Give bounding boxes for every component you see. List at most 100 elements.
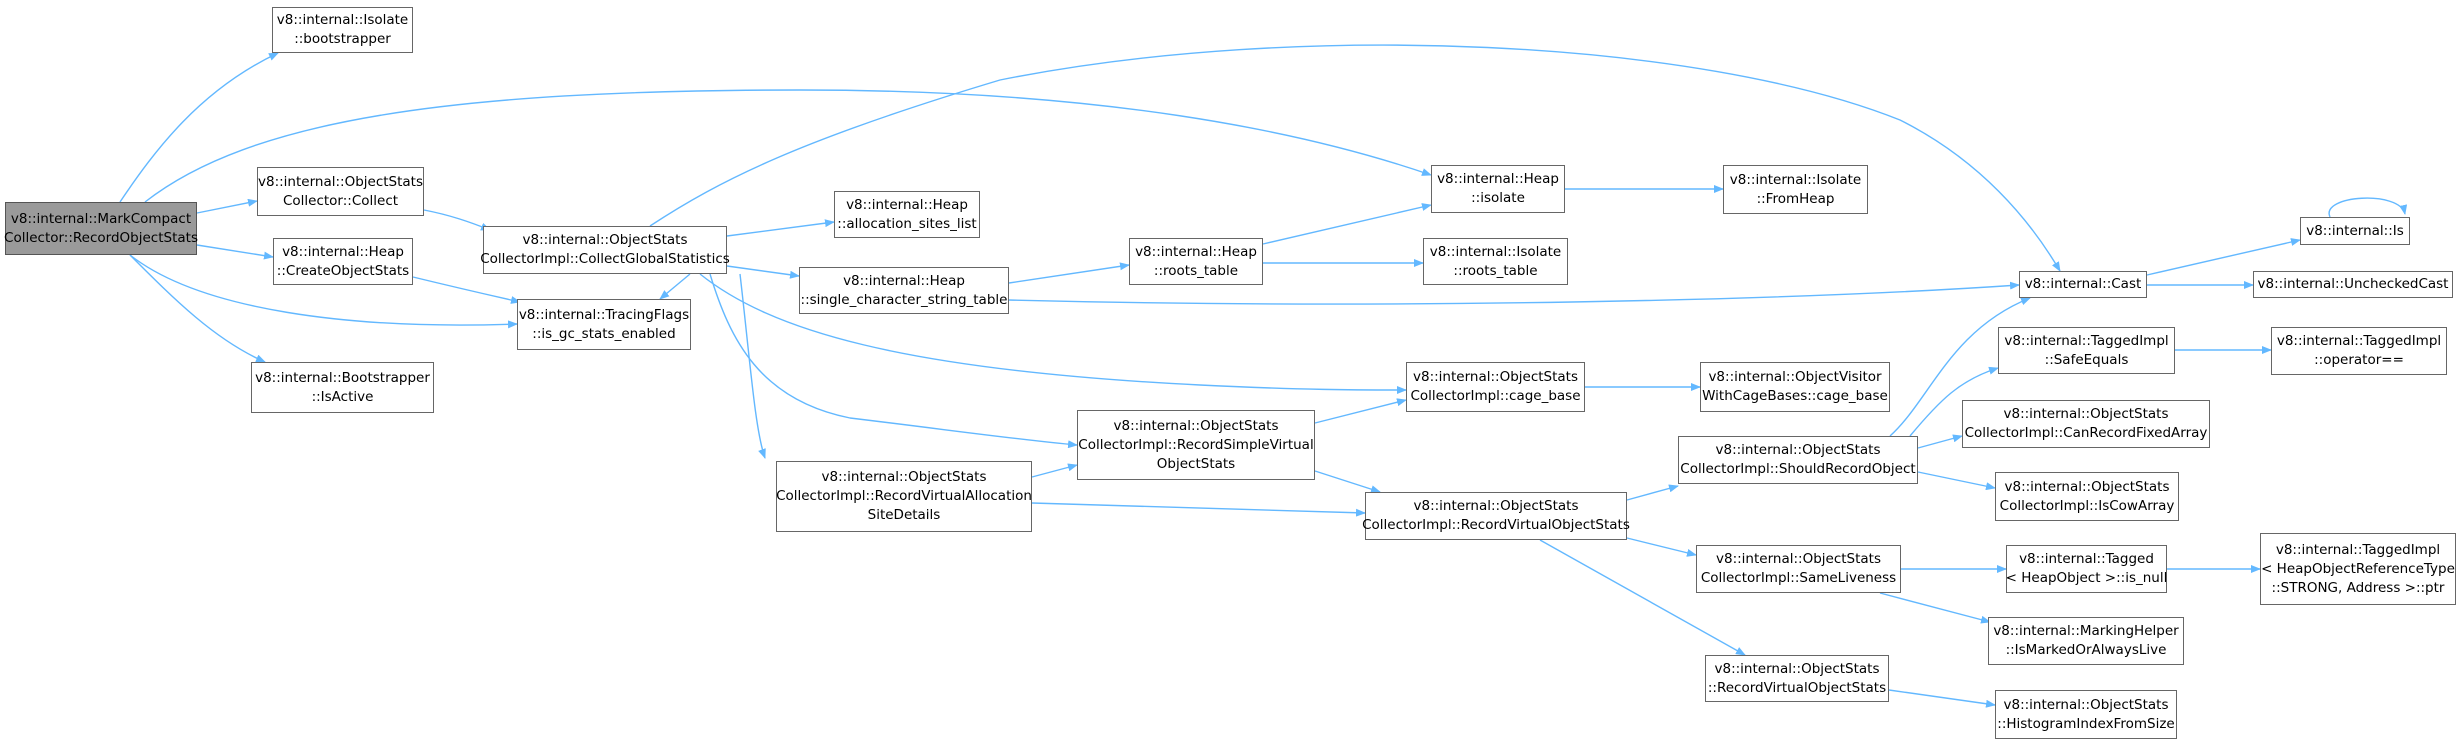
edge-collectglobalstatistics-to-tracingflags: [659, 273, 691, 300]
node-isolate_roots_table[interactable]: v8::internal::Isolate::roots_table: [1423, 238, 1568, 285]
node-label-line: v8::internal::TaggedImpl: [2275, 541, 2441, 558]
node-label-line: CollectorImpl::cage_base: [1410, 388, 1581, 404]
node-label-line: v8::internal::ObjectStats: [1714, 660, 1880, 677]
edge-shouldrecordobject-to-safeequals: [1909, 366, 1999, 437]
edge-root-to-heap_createobjectstats: [196, 244, 274, 260]
node-label-line: ::roots_table: [1453, 262, 1538, 279]
node-single_character_string_table[interactable]: v8::internal::Heap::single_character_str…: [799, 267, 1009, 314]
node-ismarkedoralwayslive[interactable]: v8::internal::MarkingHelper::IsMarkedOrA…: [1988, 617, 2184, 665]
edge-cast-to-is: [2146, 238, 2301, 276]
node-label-line: v8::internal::MarkCompact: [10, 210, 192, 227]
node-label-line: v8::internal::Cast: [2024, 276, 2142, 292]
node-isolate_bootstrapper[interactable]: v8::internal::Isolate::bootstrapper: [272, 7, 413, 53]
edge-collectglobalstatistics-to-cast: [649, 44, 2061, 272]
edge-heap_createobjectstats-to-tracingflags: [412, 276, 521, 304]
node-label-line: v8::internal::Is: [2306, 222, 2404, 239]
node-label-line: Collector::Collect: [282, 192, 399, 209]
edge-is-to-is: [2328, 197, 2408, 218]
edge-shouldrecordobject-to-cast: [1889, 297, 2031, 437]
node-label-line: ::STRONG, Address >::ptr: [2271, 579, 2445, 596]
node-label-line: v8::internal::ObjectStats: [2003, 696, 2169, 713]
node-label-line: v8::internal::Heap: [843, 272, 965, 289]
node-heap_createobjectstats[interactable]: v8::internal::Heap::CreateObjectStats: [273, 238, 413, 285]
node-tracingflags[interactable]: v8::internal::TracingFlags::is_gc_stats_…: [517, 299, 691, 350]
node-label-line: v8::internal::ObjectStats: [1413, 498, 1579, 514]
node-label-line: ::SafeEquals: [2044, 351, 2129, 368]
edge-recordvirtualobjectstats-to-shouldrecordobject: [1626, 484, 1679, 501]
node-objectstats_recordvirtualobjectstats[interactable]: v8::internal::ObjectStats::RecordVirtual…: [1705, 655, 1889, 702]
node-label-line: CollectorImpl::SameLiveness: [1700, 570, 1897, 586]
node-label-line: v8::internal::TaggedImpl: [2004, 332, 2169, 349]
node-histogramindexfromsize[interactable]: v8::internal::ObjectStats::HistogramInde…: [1995, 690, 2177, 739]
node-uncheckedcast[interactable]: v8::internal::UncheckedCast: [2253, 271, 2453, 298]
edge-single_character_string_table-to-heap_roots_table: [1008, 262, 1130, 284]
node-label-line: v8::internal::ObjectStats: [1113, 417, 1279, 434]
node-label-line: ::CreateObjectStats: [276, 262, 410, 279]
node-label-line: ::allocation_sites_list: [837, 215, 977, 232]
node-is[interactable]: v8::internal::Is: [2300, 217, 2410, 245]
node-label-line: v8::internal::ObjectStats: [821, 469, 987, 485]
node-label-line: v8::internal::Isolate: [1429, 243, 1562, 260]
node-label-line: ::IsActive: [311, 388, 374, 405]
node-label-line: ::single_character_string_table: [800, 291, 1008, 308]
node-label-line: ::is_gc_stats_enabled: [532, 325, 676, 342]
node-heap_roots_table[interactable]: v8::internal::Heap::roots_table: [1129, 238, 1263, 285]
node-label-line: ::bootstrapper: [294, 31, 391, 47]
node-label-line: v8::internal::MarkingHelper: [1993, 623, 2179, 639]
node-label-line: SiteDetails: [867, 507, 941, 523]
edge-recordvirtualallocationsitedetails-to-recordvirtualobjectstats: [1031, 502, 1366, 517]
edge-recordsimplevirtualobjectstats-to-cage_base: [1314, 398, 1407, 424]
node-label-line: ::HistogramIndexFromSize: [1997, 715, 2175, 732]
graph-edges: [119, 44, 2408, 708]
node-label-line: CollectorImpl::RecordVirtualObjectStats: [1362, 517, 1630, 533]
node-taggedimpl_ptr[interactable]: v8::internal::TaggedImpl< HeapObjectRefe…: [2260, 533, 2456, 605]
edge-heap_roots_table-to-heap_isolate: [1262, 203, 1432, 245]
node-label-line: v8::internal::ObjectStats: [258, 173, 423, 190]
node-label-line: CollectorImpl::ShouldRecordObject: [1680, 461, 1916, 477]
node-label-line: < HeapObjectReferenceType: [2261, 560, 2455, 577]
node-label-line: v8::internal::ObjectStats: [1716, 551, 1881, 567]
edge-recordvirtualobjectstats-to-objectstats_recordvirtualobjectstats: [1539, 539, 1746, 656]
edge-collectglobalstatistics-to-recordvirtualallocationsitedetails: [739, 273, 766, 459]
node-bootstrapper_isactive[interactable]: v8::internal::Bootstrapper::IsActive: [251, 362, 434, 413]
edge-root-to-bootstrapper_isactive: [129, 254, 266, 363]
edge-sameliveness-to-ismarkedoralwayslive: [1879, 592, 1991, 624]
node-label-line: v8::internal::Heap: [846, 196, 968, 213]
edge-collectglobalstatistics-to-cage_base: [699, 273, 1407, 394]
node-cast[interactable]: v8::internal::Cast: [2019, 271, 2147, 298]
node-heap_isolate[interactable]: v8::internal::Heap::isolate: [1431, 165, 1565, 213]
edge-recordvirtualobjectstats-to-sameliveness: [1626, 537, 1697, 557]
node-label-line: v8::internal::Bootstrapper: [255, 369, 430, 386]
node-label-line: v8::internal::Heap: [1135, 243, 1257, 260]
node-label-line: v8::internal::Tagged: [2019, 551, 2154, 567]
node-label-line: v8::internal::ObjectStats: [522, 232, 688, 248]
node-tagged_is_null[interactable]: v8::internal::Tagged< HeapObject >::is_n…: [2006, 545, 2167, 593]
edge-root-to-objectstats_collect: [196, 198, 258, 214]
node-allocation_sites_list[interactable]: v8::internal::Heap::allocation_sites_lis…: [834, 191, 980, 238]
node-label-line: CollectorImpl::RecordSimpleVirtual: [1078, 436, 1314, 453]
node-label-line: v8::internal::ObjectStats: [1715, 442, 1881, 458]
edge-collectglobalstatistics-to-allocation_sites_list: [726, 219, 835, 237]
node-label-line: CollectorImpl::IsCowArray: [1999, 497, 2175, 514]
node-label-line: Collector::RecordObjectStats: [4, 229, 198, 246]
node-label-line: < HeapObject >::is_null: [2005, 570, 2168, 586]
node-label-line: ::roots_table: [1153, 262, 1239, 279]
edge-objectstats_collect-to-collectglobalstatistics: [423, 209, 491, 231]
edge-root-to-tracingflags: [129, 254, 518, 329]
node-isolate_fromheap[interactable]: v8::internal::Isolate::FromHeap: [1723, 165, 1868, 214]
node-safeequals[interactable]: v8::internal::TaggedImpl::SafeEquals: [1998, 327, 2175, 374]
edge-shouldrecordobject-to-canrecordfixedarray: [1917, 434, 1963, 449]
node-taggedimpl_operator[interactable]: v8::internal::TaggedImpl::operator==: [2271, 327, 2447, 375]
